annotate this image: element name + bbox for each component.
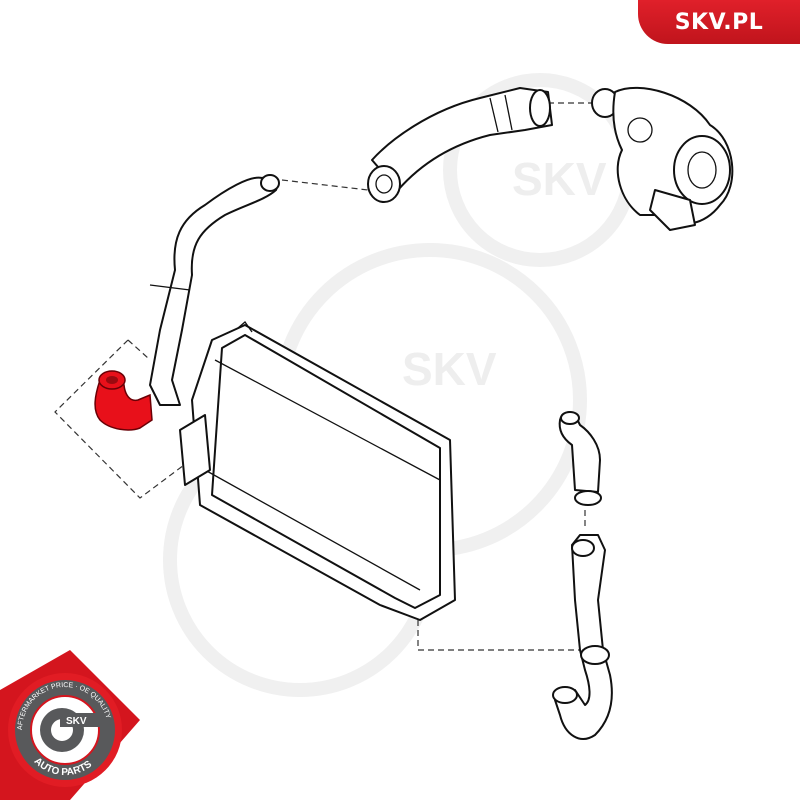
upper-charge-hose xyxy=(149,174,280,406)
leader-lines xyxy=(54,102,592,651)
turbo-outlet-pipe xyxy=(367,87,553,203)
svg-text:SKV: SKV xyxy=(66,716,87,727)
watermark-text-center: SKV xyxy=(402,343,497,395)
skv-logo: SKV AFTERMARKET PRICE · OE QUALITY AUTO … xyxy=(0,650,140,800)
outlet-hose-upper xyxy=(558,411,602,506)
outlet-pipe-lower xyxy=(552,534,613,740)
watermark-text: SKV xyxy=(512,153,607,205)
turbocharger xyxy=(591,86,734,231)
intercooler xyxy=(179,321,456,621)
highlighted-hose xyxy=(94,370,153,431)
brand-site-label: SKV.PL xyxy=(638,0,800,44)
